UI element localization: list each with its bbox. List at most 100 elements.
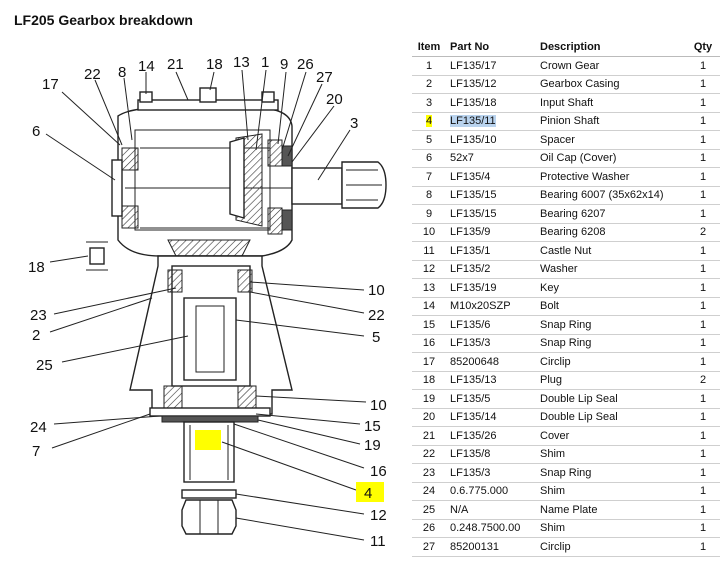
row-item-text: 4: [425, 115, 433, 128]
row-description-text: Protective Washer: [540, 170, 630, 183]
callout-22-right: 22: [368, 307, 385, 324]
row-part-no-text: LF135/8: [450, 448, 491, 461]
row-item-text: 12: [422, 263, 436, 276]
row-item-text: 26: [422, 522, 436, 535]
header-qty: Qty: [686, 38, 720, 57]
castle-nut: [181, 499, 237, 535]
row-description-cell: Bolt: [536, 297, 686, 316]
protective-washer: [149, 407, 271, 417]
lower-shaft-bearing-left: [163, 385, 183, 411]
row-qty-text: 1: [699, 244, 707, 257]
row-part-no-cell: LF135/15: [446, 186, 536, 205]
header-part-no: Part No: [446, 38, 536, 57]
callout-7: 7: [32, 443, 40, 460]
row-qty-cell: 1: [686, 389, 720, 409]
spacer-inner: [195, 305, 225, 373]
callout-10-upper: 10: [368, 282, 385, 299]
row-description-cell: Oil Cap (Cover): [536, 149, 686, 168]
row-item-text: 3: [425, 96, 433, 109]
row-item-text: 17: [422, 355, 436, 368]
row-description-cell: Castle Nut: [536, 241, 686, 261]
row-description-cell: Double Lip Seal: [536, 408, 686, 427]
right-bearing-lower: [267, 207, 283, 235]
row-description-cell: Bearing 6207: [536, 204, 686, 224]
row-qty-text: 2: [699, 226, 707, 239]
row-description-text: Oil Cap (Cover): [540, 152, 617, 165]
row-part-no-text: 85200648: [450, 355, 499, 368]
callout-8: 8: [118, 64, 126, 81]
upper-shaft-bearing-right: [237, 269, 253, 293]
row-qty-text: 1: [699, 411, 707, 424]
row-item-text: 11: [423, 244, 435, 257]
callout-20: 20: [326, 91, 343, 108]
row-item-cell: 27: [412, 537, 446, 557]
row-description-text: Name Plate: [540, 503, 598, 516]
callout-27: 27: [316, 69, 333, 86]
row-description-text: Castle Nut: [540, 244, 592, 257]
callout-16: 16: [370, 463, 387, 480]
row-description-cell: Shim: [536, 519, 686, 538]
spacer: [183, 297, 237, 381]
row-part-no-text: LF135/19: [450, 281, 497, 294]
row-description-text: Spacer: [540, 133, 575, 146]
row-part-no-cell: LF135/18: [446, 93, 536, 113]
row-item-cell: 12: [412, 260, 446, 279]
row-qty-cell: 1: [686, 56, 720, 76]
row-description-cell: Double Lip Seal: [536, 389, 686, 409]
row-item-text: 27: [422, 540, 436, 553]
row-item-cell: 2: [412, 75, 446, 94]
row-qty-cell: 1: [686, 352, 720, 372]
right-seal-lower: [281, 209, 293, 231]
row-description-text: Cover: [540, 429, 570, 442]
row-item-text: 16: [422, 337, 436, 350]
row-description-text: Bolt: [540, 300, 559, 313]
row-description-text: Double Lip Seal: [540, 392, 618, 405]
row-item-cell: 1: [412, 56, 446, 76]
row-description-text: Circlip: [540, 355, 571, 368]
row-description-text: Gearbox Casing: [540, 78, 620, 91]
row-item-cell: 25: [412, 500, 446, 520]
row-description-cell: Circlip: [536, 352, 686, 372]
row-part-no-text: 0.248.7500.00: [450, 522, 521, 535]
row-part-no-cell: LF135/17: [446, 56, 536, 76]
row-part-no-text: LF135/3: [450, 337, 491, 350]
callout-2: 2: [32, 327, 40, 344]
row-qty-text: 1: [699, 540, 707, 553]
row-item-text: 2: [425, 78, 433, 91]
row-qty-cell: 1: [686, 75, 720, 94]
row-qty-text: 1: [699, 115, 707, 128]
row-description-cell: Bearing 6208: [536, 223, 686, 242]
row-qty-text: 1: [699, 485, 707, 498]
row-description-cell: Washer: [536, 260, 686, 279]
row-qty-cell: 1: [686, 93, 720, 113]
callout-17: 17: [42, 76, 59, 93]
row-description-text: Shim: [540, 448, 566, 461]
callout-14: 14: [138, 58, 155, 75]
row-part-no-cell: LF135/15: [446, 204, 536, 224]
row-item-text: 22: [422, 448, 436, 461]
row-description-text: Snap Ring: [540, 337, 592, 350]
row-part-no-cell: LF135/3: [446, 463, 536, 483]
row-qty-cell: 1: [686, 500, 720, 520]
callout-18-left: 18: [28, 259, 45, 276]
row-description-cell: Cover: [536, 426, 686, 446]
row-part-no-text: LF135/4: [450, 170, 491, 183]
parts-table-header: Item Part No Description Qty: [412, 38, 720, 57]
row-qty-cell: 1: [686, 482, 720, 501]
row-item-cell: 13: [412, 278, 446, 298]
row-part-no-text: LF135/3: [450, 466, 491, 479]
row-part-no-text: LF135/26: [450, 429, 497, 442]
